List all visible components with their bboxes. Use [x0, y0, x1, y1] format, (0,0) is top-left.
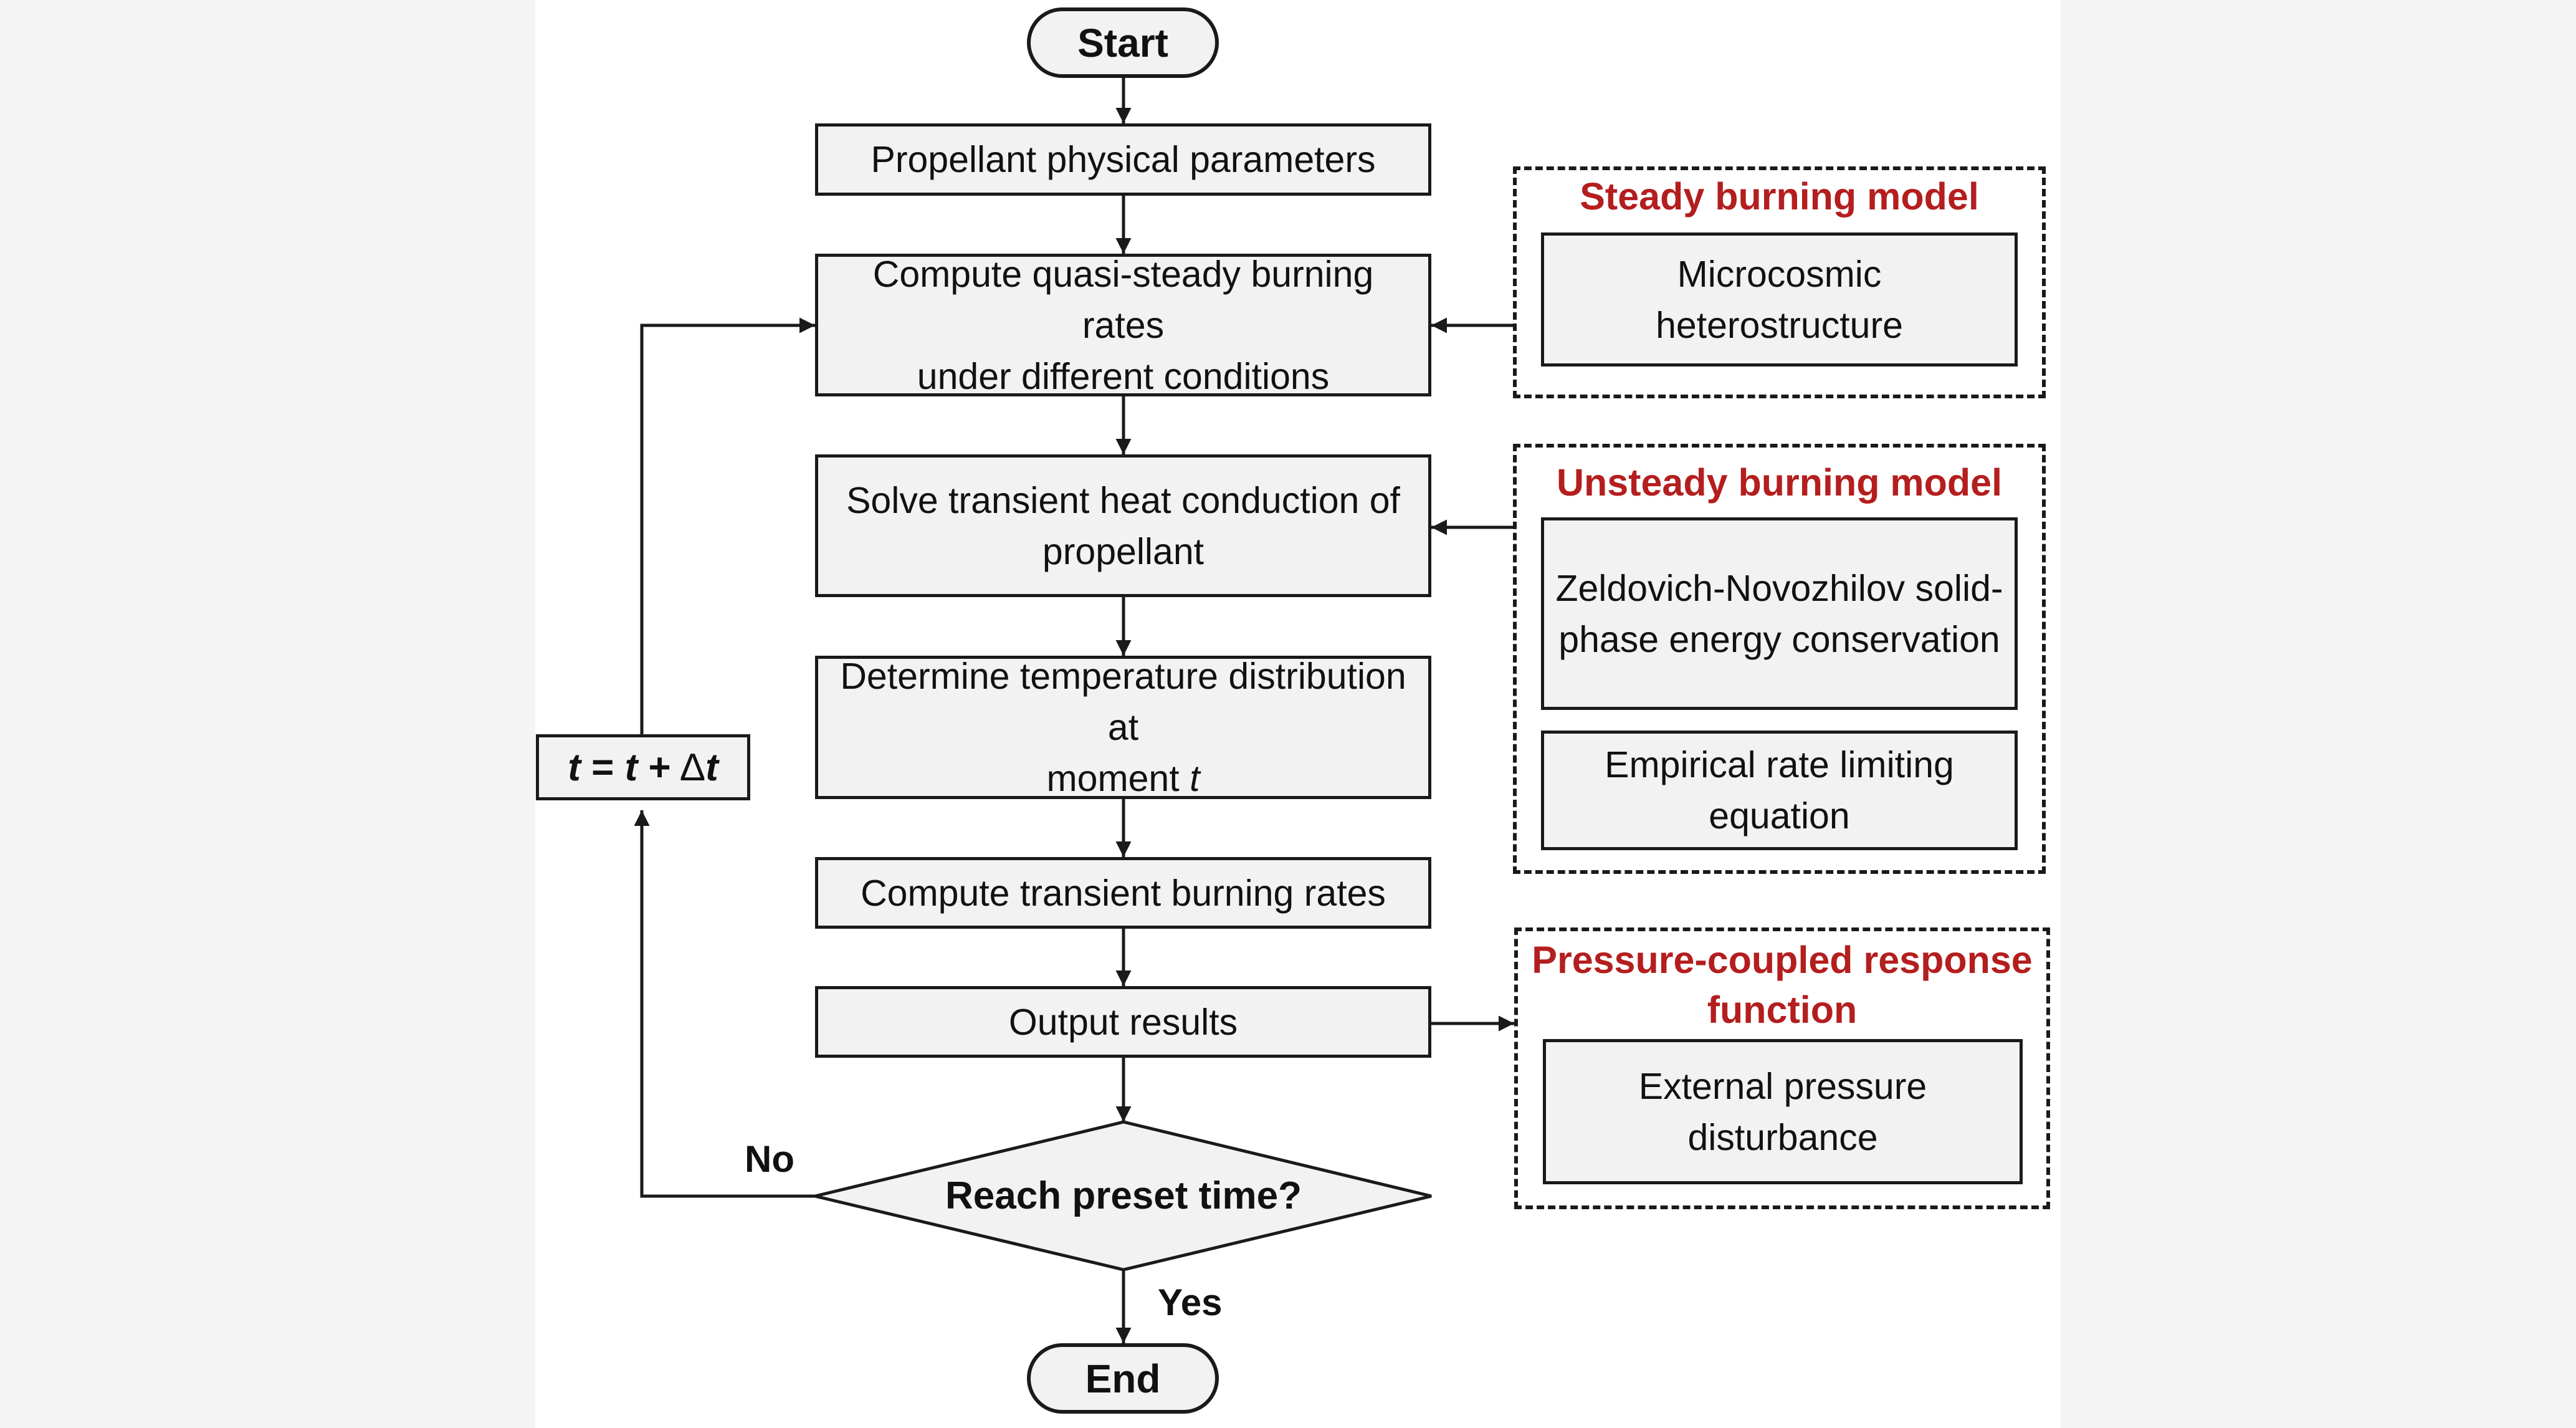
quasi-steady-rates-line-2: under different conditions — [917, 355, 1330, 397]
end-terminal: End — [1027, 1343, 1219, 1414]
temperature-distribution-line-2: moment t — [833, 753, 1413, 804]
pressure-coupled-title-line-2: function — [1707, 989, 1858, 1031]
increment-equals: = — [591, 745, 614, 789]
external-pressure-disturbance-label: External pressure disturbance — [1638, 1065, 1927, 1158]
zeldovich-novozhilov-box: Zeldovich-Novozhilov solid- phase energy… — [1541, 517, 2018, 710]
increment-var-b: t — [624, 745, 638, 789]
output-results-label: Output results — [1008, 1001, 1238, 1043]
decision-diamond — [814, 1120, 1432, 1272]
microcosmic-heterostructure-box: Microcosmic heterostructure — [1541, 232, 2018, 367]
decision-label: Reach preset time? — [945, 1174, 1302, 1217]
unsteady-burning-model-title: Unsteady burning model — [1556, 461, 2003, 504]
transient-rates-box: Compute transient burning rates — [815, 857, 1431, 929]
start-terminal: Start — [1027, 7, 1219, 78]
quasi-steady-rates-box: Compute quasi-steady burning rates under… — [815, 254, 1431, 397]
steady-burning-model-title: Steady burning model — [1580, 175, 1979, 218]
increment-delta: Δ — [679, 745, 706, 789]
heat-conduction-line-2: propellant — [1042, 530, 1205, 572]
temperature-distribution-box: Determine temperature distribution at mo… — [815, 656, 1431, 799]
start-label: Start — [1077, 20, 1168, 65]
increment-plus: + — [648, 745, 671, 789]
time-variable: t — [1190, 758, 1200, 799]
time-increment-box: t = t +Δt — [536, 734, 750, 800]
empirical-rate-equation-box: Empirical rate limiting equation — [1541, 731, 2018, 850]
pressure-coupled-response-title: Pressure-coupled response function — [1514, 935, 2050, 1035]
end-label: End — [1085, 1356, 1161, 1401]
propellant-parameters-label: Propellant physical parameters — [871, 139, 1376, 180]
moment-text: moment — [1046, 758, 1180, 799]
transient-rates-label: Compute transient burning rates — [861, 872, 1386, 914]
no-label: No — [745, 1138, 794, 1180]
yes-label: Yes — [1158, 1282, 1223, 1323]
increment-var-a: t — [568, 745, 581, 789]
heat-conduction-line-1: Solve transient heat conduction of — [846, 479, 1400, 521]
heat-conduction-box: Solve transient heat conduction of prope… — [815, 454, 1431, 597]
temperature-distribution-line-1: Determine temperature distribution at — [840, 656, 1406, 748]
output-results-box: Output results — [815, 986, 1431, 1058]
increment-var-c: t — [705, 745, 718, 789]
arrow-no-to-loop — [634, 810, 816, 1198]
time-increment-expression: t = t +Δt — [568, 745, 718, 790]
quasi-steady-rates-line-1: Compute quasi-steady burning rates — [872, 253, 1374, 346]
pressure-coupled-title-line-1: Pressure-coupled response — [1532, 939, 2033, 981]
zeldovich-novozhilov-line-2: phase energy conservation — [1558, 618, 2000, 660]
zeldovich-novozhilov-line-1: Zeldovich-Novozhilov solid- — [1555, 567, 2003, 609]
propellant-parameters-box: Propellant physical parameters — [815, 123, 1431, 196]
microcosmic-heterostructure-label: Microcosmic heterostructure — [1656, 253, 1903, 346]
external-pressure-disturbance-box: External pressure disturbance — [1543, 1039, 2023, 1184]
arrow-loop-to-quasi — [640, 317, 815, 753]
empirical-rate-equation-label: Empirical rate limiting equation — [1605, 744, 1954, 836]
